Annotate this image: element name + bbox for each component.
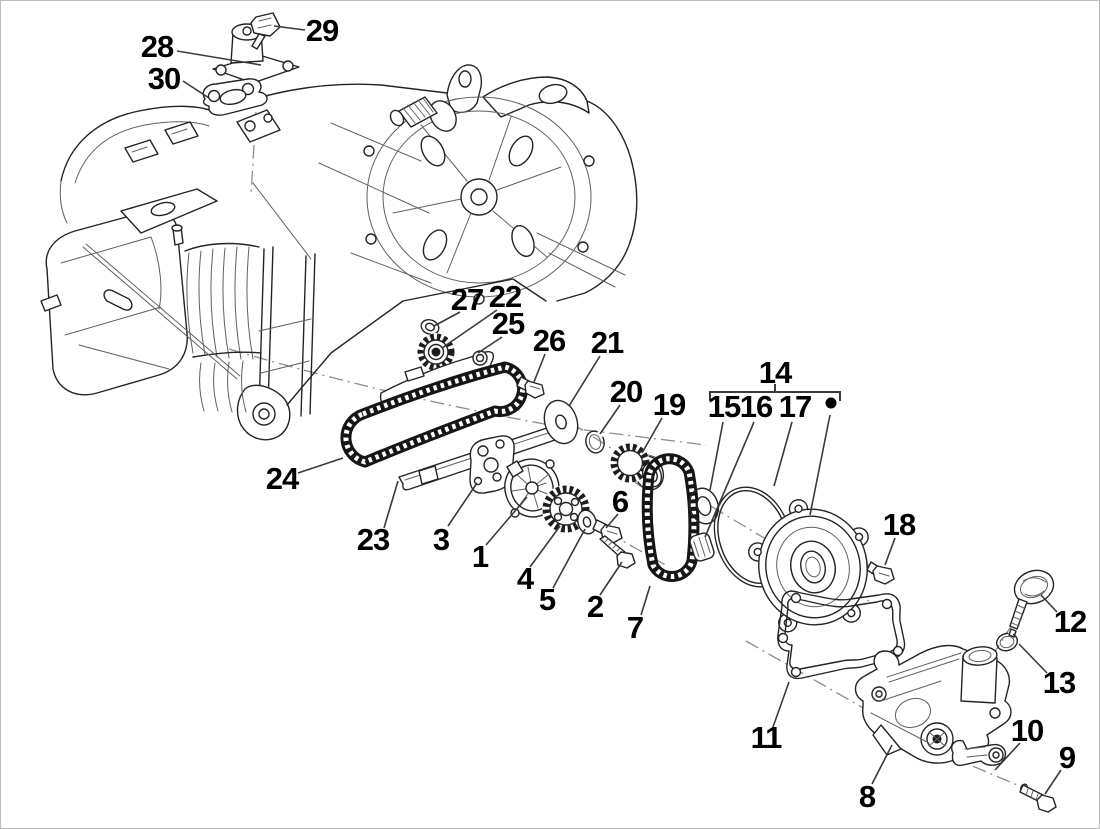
part-26-screw <box>516 376 545 399</box>
callout-leader-lines <box>176 25 1062 795</box>
leader-line-24 <box>297 457 344 474</box>
leader-line-4 <box>529 525 561 568</box>
leader-line-19 <box>641 417 663 454</box>
part-21-washer <box>543 399 579 445</box>
leader-line-29 <box>273 25 306 31</box>
leader-line-10 <box>994 742 1021 771</box>
leader-line-15 <box>709 421 724 491</box>
part-13-o-ring <box>995 632 1019 652</box>
part-9-bolt <box>1019 783 1057 813</box>
part-12-oil-dipstick <box>1008 569 1055 638</box>
part-3-pump-plate <box>469 435 515 494</box>
group-14-bullet-dot <box>825 397 837 409</box>
cylinder-and-head <box>40 188 262 413</box>
part-19-sprocket <box>610 443 665 491</box>
leader-line-9 <box>1044 769 1062 795</box>
leader-line-8 <box>871 744 893 785</box>
leader-line-18 <box>884 537 896 566</box>
leader-line-11 <box>772 681 790 728</box>
part-8-oil-sump <box>854 644 1012 764</box>
part-29-bolt <box>250 12 281 50</box>
part-7-oil-pump-chain <box>641 453 700 582</box>
group-14-bracket <box>709 384 841 401</box>
part-30-gasket <box>202 78 268 116</box>
part-18-screw <box>866 561 895 585</box>
part-1-oil-pump <box>504 458 560 518</box>
part-22-sprocket <box>417 333 455 371</box>
leader-line-13 <box>1018 643 1048 674</box>
leader-line-22 <box>441 309 498 349</box>
leader-line-25 <box>477 336 503 354</box>
part-16-seal-plug <box>689 532 715 562</box>
leader-line-17 <box>773 421 793 487</box>
part-15-oil-seal <box>688 487 720 525</box>
leader-line-27 <box>433 311 461 327</box>
leader-line-28 <box>176 50 262 66</box>
part-20-circlip <box>585 430 605 454</box>
part-24-timing-chain <box>340 361 529 468</box>
part-27-bush <box>420 319 440 335</box>
leader-line-16 <box>704 421 755 538</box>
leader-line-2 <box>599 561 623 596</box>
leader-line-7 <box>640 585 651 616</box>
part-5-washer <box>577 509 597 535</box>
part-10-bracket <box>951 739 1007 767</box>
leader-line-6 <box>605 513 619 529</box>
leader-line-20 <box>599 404 621 435</box>
leader-line-bullet <box>809 414 831 516</box>
leader-line-26 <box>533 353 546 383</box>
leader-line-3 <box>447 482 478 527</box>
leader-line-1 <box>485 496 528 546</box>
leader-line-23 <box>383 480 399 529</box>
leader-line-5 <box>552 528 586 589</box>
leader-line-21 <box>568 355 601 407</box>
part-14-cover <box>748 499 869 633</box>
leader-line-12 <box>1040 594 1058 613</box>
leader-line-30 <box>182 80 210 99</box>
